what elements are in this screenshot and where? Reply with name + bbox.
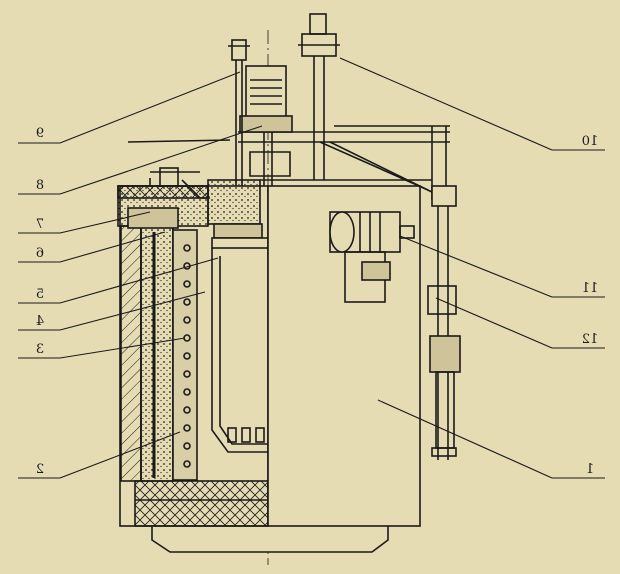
top-motor — [239, 65, 293, 133]
callout-3: 3 — [36, 342, 44, 357]
callout-1: 1 — [586, 462, 594, 477]
left-stem — [228, 39, 250, 186]
callout-4: 4 — [36, 314, 44, 329]
outer-wall-hatch — [120, 225, 142, 482]
callout-11: 11 — [582, 281, 599, 296]
heating-elements — [183, 244, 191, 468]
callout-7: 7 — [36, 217, 44, 232]
leader-lines — [18, 57, 605, 479]
retort — [211, 248, 268, 453]
firebrick-wall — [172, 229, 198, 481]
callout-12: 12 — [582, 332, 599, 347]
bottom-brick — [134, 480, 269, 527]
lifting-column — [427, 185, 461, 460]
callout-5: 5 — [36, 287, 44, 302]
callout-8: 8 — [36, 178, 44, 193]
callout-9: 9 — [36, 126, 44, 141]
callout-2: 2 — [36, 462, 44, 477]
side-motor — [329, 211, 415, 303]
right-stem — [298, 13, 340, 180]
insulation-layer — [140, 225, 174, 482]
fan-blades — [227, 427, 265, 443]
top-block — [207, 179, 261, 225]
lid-block — [127, 207, 179, 229]
callout-6: 6 — [36, 246, 44, 261]
callout-labels: 9 8 7 6 5 4 3 2 10 11 12 1 — [36, 126, 598, 477]
callout-10: 10 — [582, 134, 599, 149]
